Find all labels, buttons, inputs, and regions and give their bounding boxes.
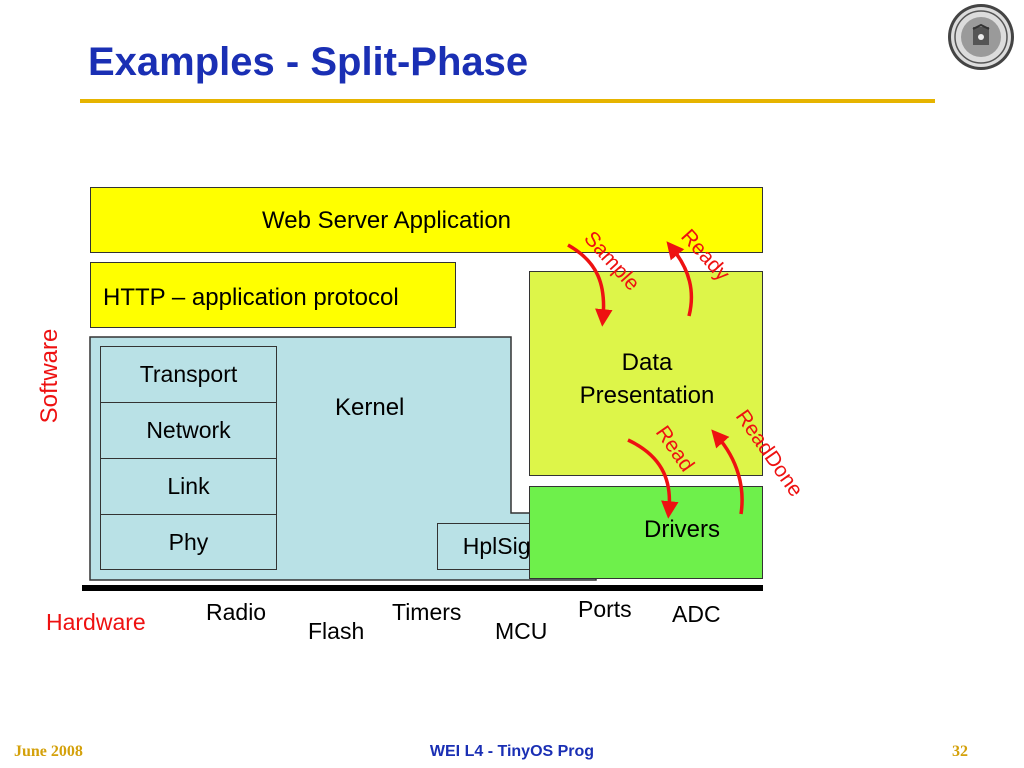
kernel-label: Kernel bbox=[335, 394, 405, 421]
university-seal-icon bbox=[948, 4, 1014, 70]
read-arrow bbox=[627, 438, 679, 519]
sample-arrow bbox=[567, 243, 613, 327]
title-underline bbox=[80, 99, 935, 103]
hardware-adc: ADC bbox=[672, 601, 721, 627]
http-protocol-layer: HTTP – application protocol bbox=[90, 262, 456, 328]
ready-label: Ready bbox=[676, 225, 734, 286]
web-server-application-layer: Web Server Application bbox=[90, 187, 763, 253]
hardware-software-divider bbox=[82, 585, 763, 591]
web-server-label: Web Server Application bbox=[262, 207, 512, 234]
readdone-arrow bbox=[711, 429, 744, 515]
stack-transport: Transport bbox=[100, 346, 277, 403]
footer-date: June 2008 bbox=[14, 743, 83, 760]
http-label: HTTP – application protocol bbox=[103, 284, 399, 311]
data-presentation-line2: Presentation bbox=[579, 382, 715, 409]
data-presentation-line1: Data bbox=[621, 349, 673, 376]
hardware-mcu: MCU bbox=[495, 618, 548, 644]
hardware-label: Hardware bbox=[46, 609, 146, 635]
hardware-timers: Timers bbox=[392, 599, 462, 625]
ready-arrow bbox=[666, 241, 694, 317]
drivers-label: Drivers bbox=[644, 516, 720, 543]
hardware-radio: Radio bbox=[206, 599, 267, 625]
stack-phy: Phy bbox=[100, 514, 277, 570]
hardware-ports: Ports bbox=[578, 596, 632, 622]
footer-course: WEI L4 - TinyOS Prog bbox=[429, 743, 595, 760]
read-label: Read bbox=[651, 422, 699, 476]
footer-page-number: 32 bbox=[952, 743, 968, 760]
stack-link: Link bbox=[100, 458, 277, 515]
hardware-flash: Flash bbox=[308, 618, 365, 644]
drivers-box: Drivers bbox=[529, 486, 763, 579]
slide-title: Examples - Split-Phase bbox=[88, 40, 529, 84]
stack-network: Network bbox=[100, 402, 277, 459]
